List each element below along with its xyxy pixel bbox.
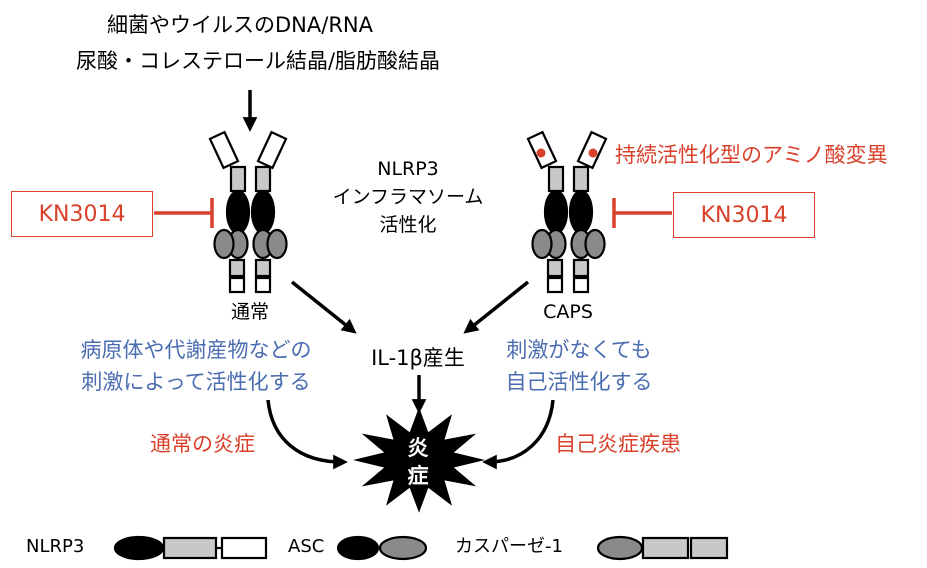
normal-desc-line2: 刺激によって活性化する (81, 370, 311, 394)
inhibitor-label-right: KN3014 (700, 202, 788, 228)
inflammation-char1: 炎 (407, 436, 429, 460)
legend-asc-label: ASC (288, 536, 325, 557)
mutation-label: 持続活性化型のアミノ酸変異 (615, 143, 888, 167)
protein-label-normal: 通常 (230, 301, 270, 323)
center-label-nlrp3: NLRP3 (377, 158, 439, 180)
arrow-normal-to-il1b (290, 280, 357, 334)
legend-nlrp3-label: NLRP3 (26, 536, 85, 557)
legend-caspase-label: カスパーゼ-1 (455, 536, 563, 557)
inhibition-right (612, 198, 672, 228)
nlrp3-dimer-caps (526, 130, 608, 294)
mutation-dot-right (588, 148, 598, 158)
arrow-normal-to-inflammation (266, 399, 348, 470)
nlrp3-dimer-normal (208, 130, 288, 294)
center-label-inflammasome: インフラマソーム (332, 186, 484, 208)
inhibitor-box-left: KN3014 (11, 191, 153, 237)
inhibitor-box-right: KN3014 (673, 192, 815, 238)
trigger-line2: 尿酸・コレステロール結晶/脂肪酸結晶 (75, 49, 441, 73)
inhibition-left (154, 198, 214, 228)
inflammation-starburst (353, 407, 485, 513)
legend-asc-shape (336, 535, 428, 561)
inflammation-char2: 症 (407, 464, 429, 488)
caps-desc-line2: 自己活性化する (505, 370, 653, 394)
caps-desc-line1: 刺激がなくても (506, 338, 652, 362)
inhibitor-label-left: KN3014 (38, 201, 126, 227)
center-label-activation: 活性化 (379, 214, 437, 236)
legend-caspase-shape (596, 535, 729, 561)
normal-desc-line1: 病原体や代謝産物などの (80, 338, 312, 362)
outcome-caps: 自己炎症疾患 (555, 432, 681, 456)
trigger-line1: 細菌やウイルスのDNA/RNA (107, 13, 373, 37)
legend-nlrp3-shape (113, 535, 268, 561)
arrow-caps-to-inflammation (482, 399, 555, 470)
il1b-production: IL-1β産生 (371, 346, 465, 370)
mutation-dot-left (536, 148, 546, 158)
protein-label-caps: CAPS (543, 301, 593, 323)
arrow-caps-to-il1b (463, 280, 530, 334)
outcome-normal: 通常の炎症 (150, 432, 255, 456)
